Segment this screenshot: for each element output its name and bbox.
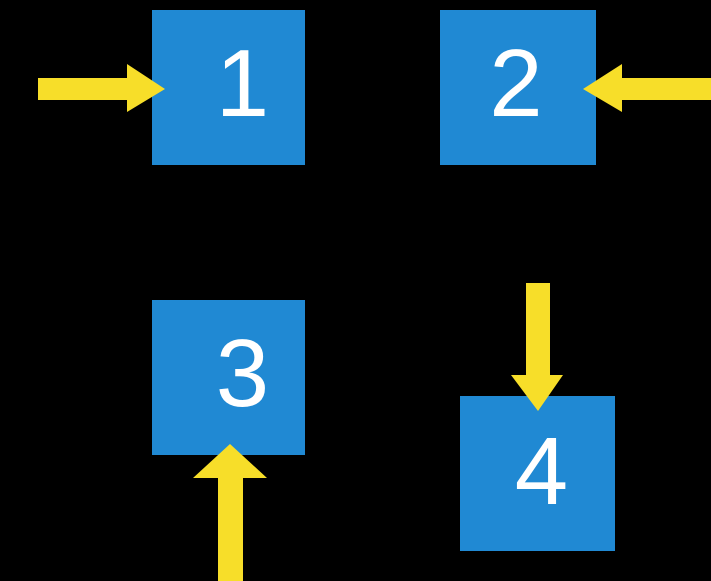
arrow-up-shape xyxy=(193,444,267,581)
node-box-4[interactable]: 4 xyxy=(460,396,615,551)
arrow-right-shape xyxy=(38,64,165,112)
node-label-1: 1 xyxy=(215,29,270,137)
node-box-3[interactable]: 3 xyxy=(152,300,305,455)
node-label-4: 4 xyxy=(514,417,569,525)
arrow-down-shape xyxy=(511,283,563,411)
node-label-2: 2 xyxy=(489,29,543,137)
node-box-2[interactable]: 2 xyxy=(440,10,596,165)
arrow-left-shape xyxy=(583,64,711,112)
node-box-1[interactable]: 1 xyxy=(152,10,305,165)
node-label-3: 3 xyxy=(215,319,270,427)
